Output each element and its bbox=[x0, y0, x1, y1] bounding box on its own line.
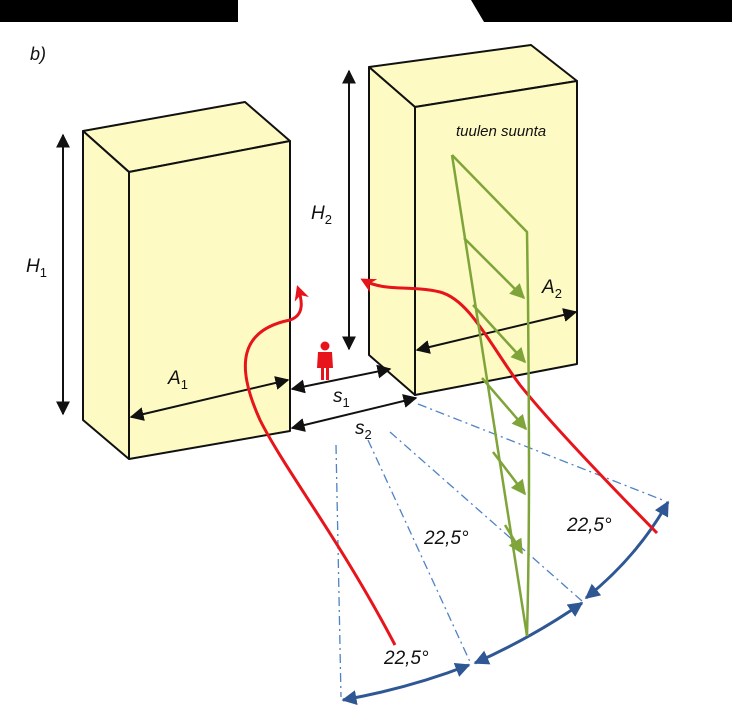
sector-arc-2 bbox=[473, 601, 584, 665]
building-2-side bbox=[368, 66, 416, 396]
angle-label-2: 22,5° bbox=[566, 515, 612, 536]
wind-vector-5 bbox=[503, 524, 524, 555]
sector-arc-1 bbox=[341, 662, 471, 706]
sector-line-1 bbox=[335, 444, 342, 698]
person-icon bbox=[317, 341, 333, 380]
top-bar-right bbox=[471, 0, 732, 22]
a1-arrow bbox=[129, 376, 290, 421]
h2-label: H2 bbox=[311, 203, 332, 227]
panel-label: b) bbox=[30, 44, 46, 64]
sector-arcs bbox=[341, 500, 670, 706]
wind-profile-axis bbox=[450, 154, 529, 637]
angle-label-1: 22,5° bbox=[423, 528, 469, 549]
angle-label-3: 22,5° bbox=[383, 648, 429, 669]
building-1-side bbox=[82, 130, 130, 460]
sector-line-2 bbox=[367, 439, 472, 665]
sector-line-4 bbox=[417, 403, 666, 502]
flow-arrow-right bbox=[360, 278, 659, 535]
a2-label: A2 bbox=[541, 277, 562, 301]
building-2 bbox=[368, 44, 578, 396]
s1-arrow bbox=[290, 364, 392, 394]
h1-label: H1 bbox=[26, 256, 47, 280]
building-1 bbox=[82, 101, 291, 460]
top-bar-left bbox=[0, 0, 238, 22]
wind-vector-2 bbox=[472, 304, 527, 364]
s1-label: s1 bbox=[333, 386, 350, 410]
wind-profile-curve bbox=[451, 154, 531, 637]
wind-profile bbox=[450, 154, 531, 637]
a1-label: A1 bbox=[167, 368, 188, 392]
sector-lines bbox=[335, 403, 666, 698]
wind-direction-label: tuulen suunta bbox=[456, 123, 546, 140]
s2-label: s2 bbox=[355, 418, 372, 442]
sector-line-3 bbox=[389, 431, 583, 602]
flow-arrow-left bbox=[243, 285, 397, 646]
sector-arc-3 bbox=[584, 500, 670, 600]
wind-vector-3 bbox=[481, 377, 527, 431]
wind-vector-1 bbox=[463, 237, 526, 300]
s2-arrow bbox=[290, 394, 418, 432]
wind-vector-4 bbox=[492, 451, 526, 496]
